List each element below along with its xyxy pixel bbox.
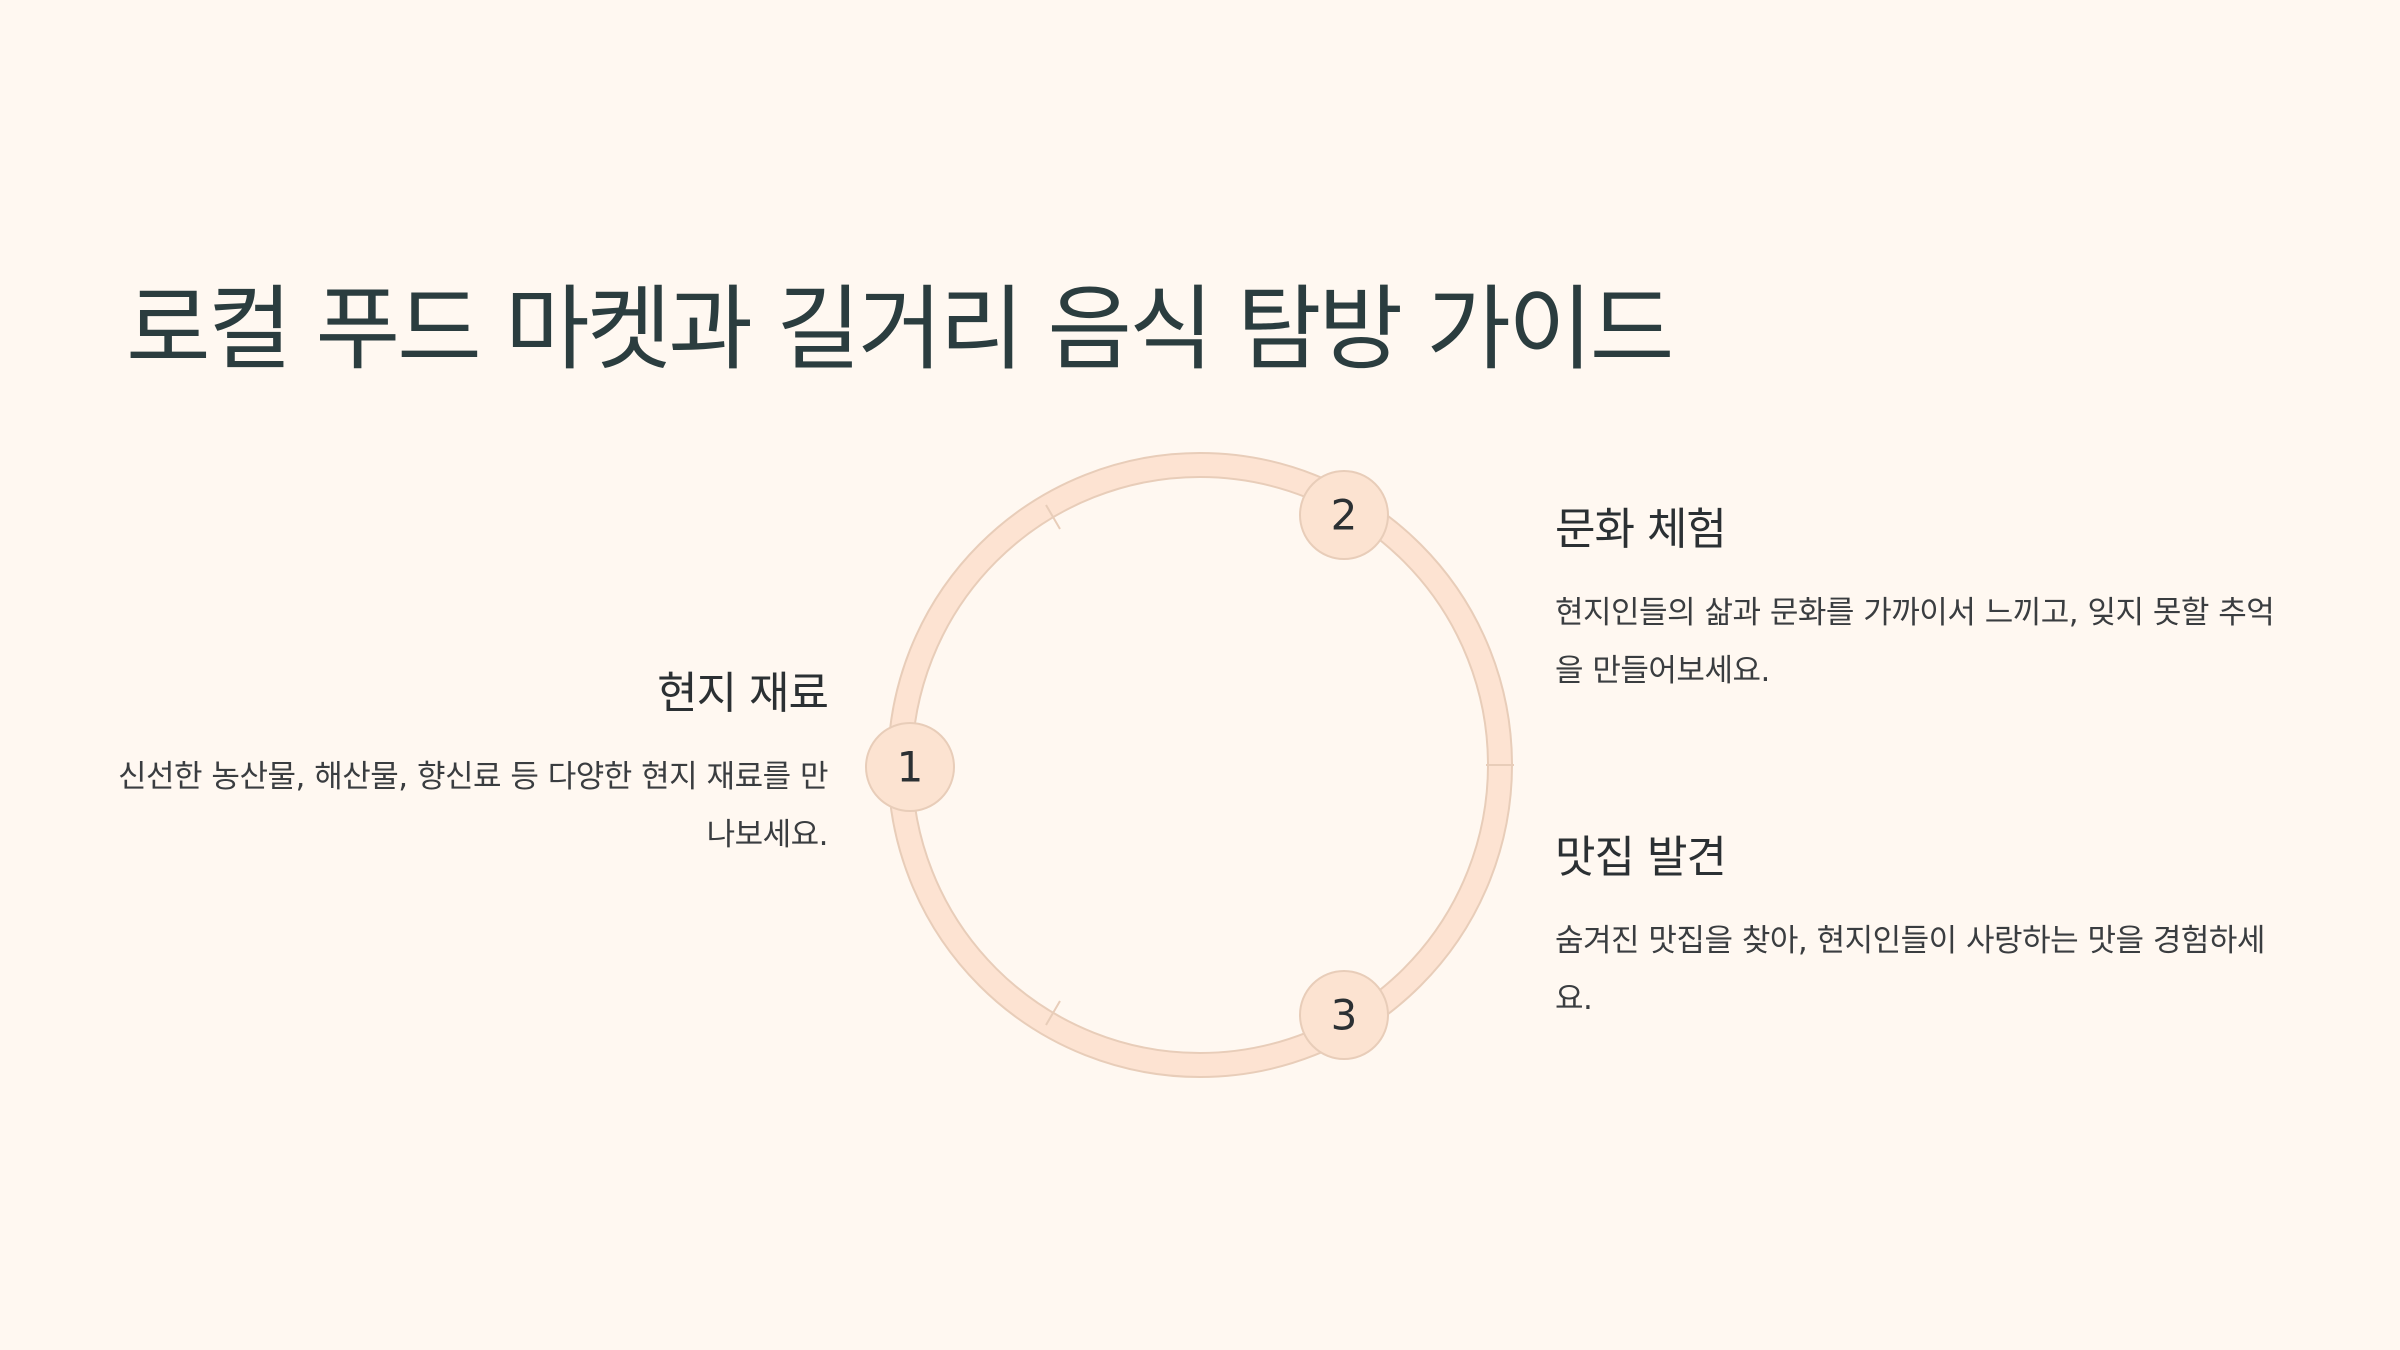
step-3-description: 숨겨진 맛집을 찾아, 현지인들이 사랑하는 맛을 경험하세요. — [1555, 923, 2265, 1017]
step-2-heading: 문화 체험 — [1555, 504, 1727, 555]
ring-divider — [1045, 504, 1061, 530]
cycle-ring — [887, 452, 1514, 1078]
step-number: 3 — [1331, 991, 1358, 1040]
step-node-1: 1 — [865, 722, 955, 812]
step-1-description: 신선한 농산물, 해산물, 향신료 등 다양한 현지 재료를 만나보세요. — [118, 759, 828, 853]
step-node-circle — [1299, 970, 1389, 1060]
ring-fill — [889, 454, 1511, 1076]
step-node-circle — [1299, 470, 1389, 560]
step-number: 2 — [1331, 491, 1358, 540]
ring-divider — [1045, 1000, 1061, 1026]
step-number: 1 — [897, 743, 924, 792]
step-node-2: 2 — [1299, 470, 1389, 560]
step-1-heading: 현지 재료 — [657, 668, 829, 719]
step-3-heading: 맛집 발견 — [1555, 832, 1727, 883]
step-node-3: 3 — [1299, 970, 1389, 1060]
step-node-circle — [865, 722, 955, 812]
step-2-description: 현지인들의 삶과 문화를 가까이서 느끼고, 잊지 못할 추억을 만들어보세요. — [1555, 595, 2275, 689]
page-title: 로컬 푸드 마켓과 길거리 음식 탐방 가이드 — [126, 276, 1674, 383]
